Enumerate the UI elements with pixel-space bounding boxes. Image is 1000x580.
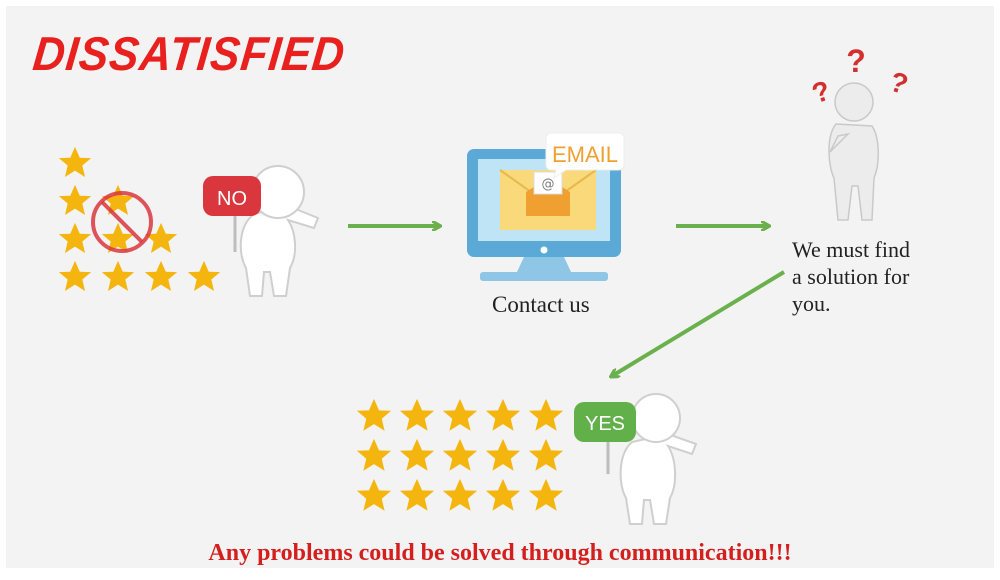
question-mark-icon: ? bbox=[886, 66, 912, 101]
star-icon bbox=[528, 478, 564, 511]
star-icon bbox=[485, 478, 521, 511]
no-entry-icon bbox=[91, 191, 153, 253]
star-icon bbox=[442, 398, 478, 431]
star-icon bbox=[442, 478, 478, 511]
star-icon bbox=[144, 260, 178, 291]
star-icon bbox=[485, 398, 521, 431]
star-icon bbox=[101, 184, 135, 215]
thinking-person-icon: ? ? ? bbox=[808, 43, 912, 221]
question-mark-icon: ? bbox=[808, 75, 834, 110]
star-icon bbox=[399, 438, 435, 471]
star-icon bbox=[187, 260, 221, 291]
at-symbol: @ bbox=[542, 177, 555, 192]
star-icon bbox=[356, 398, 392, 431]
solution-line: you. bbox=[792, 291, 831, 316]
yes-sign bbox=[574, 402, 636, 442]
person-figure-icon: NO bbox=[203, 165, 320, 297]
star-icon bbox=[356, 438, 392, 471]
no-sign bbox=[203, 176, 261, 216]
yes-sign-text: YES bbox=[585, 413, 625, 435]
computer-monitor-icon: @ EMAIL bbox=[467, 132, 625, 281]
star-icon bbox=[442, 438, 478, 471]
no-sign-text: NO bbox=[217, 188, 247, 210]
diagram-art: NO @ EMAIL ? bbox=[58, 43, 912, 525]
star-icon bbox=[101, 260, 135, 291]
arrow-down-left-icon bbox=[612, 270, 786, 376]
star-icon bbox=[356, 478, 392, 511]
person-figure-icon: YES bbox=[574, 393, 698, 525]
star-icon bbox=[58, 222, 92, 253]
star-icon bbox=[528, 398, 564, 431]
star-icon bbox=[58, 146, 92, 177]
star-icon bbox=[399, 478, 435, 511]
solution-line: We must find bbox=[792, 237, 910, 262]
star-icon bbox=[58, 184, 92, 215]
star-grid bbox=[356, 398, 564, 511]
contact-label: Contact us bbox=[492, 292, 590, 317]
star-icon bbox=[399, 398, 435, 431]
question-mark-icon: ? bbox=[846, 43, 866, 79]
star-pyramid bbox=[58, 146, 221, 291]
star-icon bbox=[528, 438, 564, 471]
star-icon bbox=[485, 438, 521, 471]
footer-message: Any problems could be solved through com… bbox=[208, 540, 792, 566]
email-tag: EMAIL bbox=[552, 142, 618, 167]
solution-label: We must find a solution for you. bbox=[792, 236, 972, 317]
solution-line: a solution for bbox=[792, 264, 910, 289]
star-icon bbox=[58, 260, 92, 291]
